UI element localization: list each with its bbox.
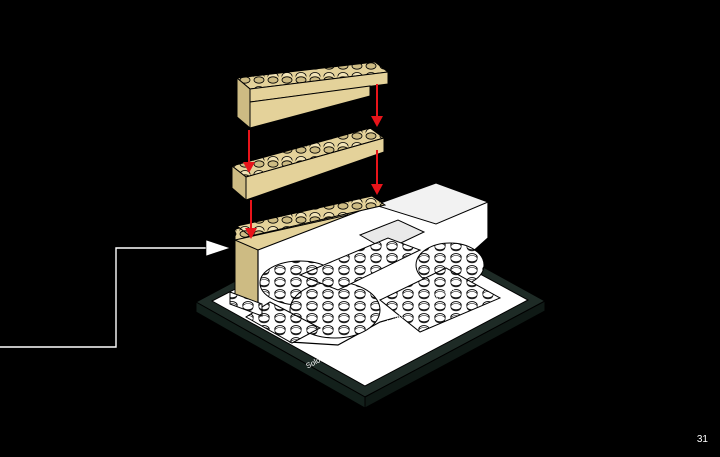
tan-brick-row-lower — [235, 195, 387, 237]
red-down-arrow-icon — [371, 150, 383, 195]
page-number: 31 — [696, 434, 708, 445]
callout-arrow-icon — [205, 239, 231, 257]
red-down-arrow-icon — [245, 200, 257, 239]
callout-pointer — [0, 239, 231, 348]
red-down-arrow-icon — [243, 130, 255, 173]
assembly-arrows — [243, 84, 383, 239]
white-museum-building — [229, 182, 502, 346]
red-down-arrow-icon — [371, 84, 383, 127]
tan-brick-row-middle — [230, 127, 386, 202]
tan-brick-row-top — [235, 61, 390, 130]
